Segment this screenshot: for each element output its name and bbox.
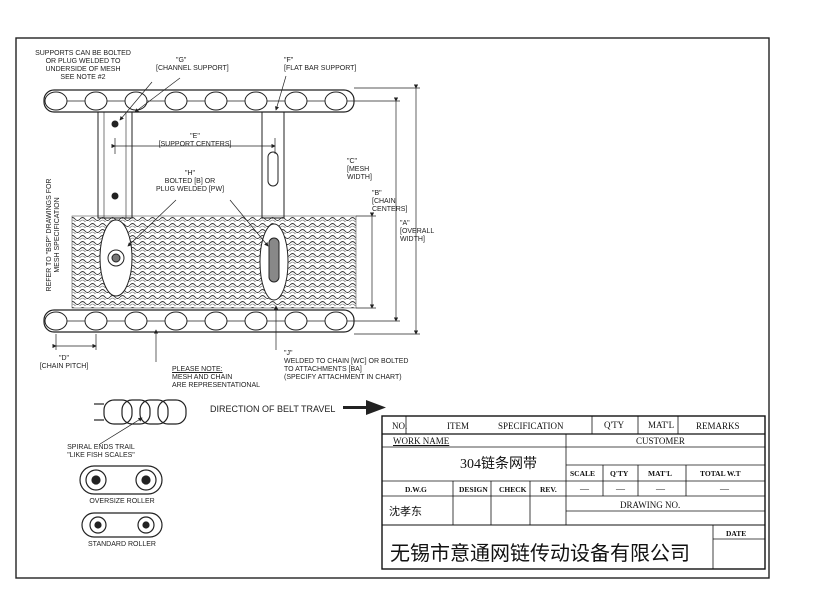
tb-scale-label: SCALE: [570, 469, 596, 478]
label-b-code: "B": [372, 190, 382, 197]
label-e: "E" [SUPPORT CENTERS]: [150, 133, 240, 149]
tb-matl-label: MAT'L: [648, 469, 673, 478]
label-h-text-2: PLUG WELDED [PW]: [155, 186, 225, 193]
supports-note-line-4: SEE NOTE #2: [60, 74, 106, 81]
tb-rev-label: REV.: [540, 485, 557, 494]
label-c-text-1: [MESH: [347, 166, 370, 173]
label-h-text-1: BOLTED [B] OR: [164, 178, 216, 185]
supports-note-line-2: OR PLUG WELDED TO: [45, 58, 121, 65]
tb-scale-value: —: [580, 484, 589, 494]
label-j-code: "J": [284, 350, 293, 357]
tb-work-name-value: 304链条网带: [460, 457, 537, 472]
spiral-note-line-2: "LIKE FISH SCALES": [67, 452, 135, 459]
label-e-text: [SUPPORT CENTERS]: [158, 141, 232, 148]
supports-note-line-3: UNDERSIDE OF MESH: [45, 66, 121, 73]
spiral-note-line-1: SPIRAL ENDS TRAIL: [67, 444, 135, 451]
please-note-line-1: PLEASE NOTE:: [172, 366, 223, 373]
tb-work-name-label: WORK NAME: [393, 436, 450, 446]
supports-note: SUPPORTS CAN BE BOLTED OR PLUG WELDED TO…: [28, 50, 138, 82]
chain-detail: [94, 399, 187, 445]
bsp-note: REFER TO "BSP" DRAWINGS FOR MESH SPECIFI…: [46, 160, 62, 310]
label-d-text: [CHAIN PITCH]: [39, 363, 89, 370]
oversize-roller-label: OVERSIZE ROLLER: [89, 498, 155, 505]
tb-header-specification: SPECIFICATION: [498, 421, 564, 431]
direction-label: DIRECTION OF BELT TRAVEL: [210, 404, 336, 414]
bsp-note-line-1: REFER TO "BSP" DRAWINGS FOR: [46, 178, 53, 292]
label-g: "G" [CHANNEL SUPPORT]: [156, 57, 256, 73]
label-f-text: [FLAT BAR SUPPORT]: [284, 65, 357, 72]
bsp-note-line-2: MESH SPECIFICATION: [54, 197, 61, 273]
bottom-chain: [43, 309, 355, 333]
label-b-text-2: CENTERS]: [372, 206, 408, 213]
tb-check-label: CHECK: [499, 485, 527, 494]
please-note-line-3: ARE REPRESENTATIONAL: [172, 382, 261, 389]
tb-header-item: ITEM: [447, 421, 469, 431]
attachment-h: [99, 219, 133, 297]
tb-header-matl: MAT'L: [648, 420, 675, 430]
label-j: "J" WELDED TO CHAIN [WC] OR BOLTED TO AT…: [284, 350, 424, 382]
tb-design-label: DESIGN: [459, 485, 488, 494]
label-b: "B" [CHAIN CENTERS]: [372, 190, 412, 214]
label-a-text-2: WIDTH]: [400, 236, 425, 243]
title-block: [381, 415, 766, 570]
label-g-code: "G": [176, 57, 187, 64]
flat-bar-support: [261, 111, 285, 219]
label-g-text: [CHANNEL SUPPORT]: [156, 65, 229, 72]
please-note-line-2: MESH AND CHAIN: [172, 374, 233, 381]
label-a-code: "A": [400, 220, 410, 227]
label-j-text-3: (SPECIFY ATTACHMENT IN CHART): [284, 374, 402, 381]
label-j-text-2: TO ATTACHMENTS [BA]: [284, 366, 362, 373]
label-c-text-2: WIDTH]: [347, 174, 372, 181]
label-d-code: "D": [58, 355, 70, 362]
tb-total-wt-label: TOTAL W.T: [700, 469, 741, 478]
attachment-j: [259, 223, 289, 301]
tb-header-remarks: REMARKS: [696, 421, 740, 431]
standard-roller: [81, 512, 163, 538]
please-note: PLEASE NOTE: MESH AND CHAIN ARE REPRESEN…: [172, 366, 282, 390]
tb-total-wt-value: —: [720, 484, 729, 494]
label-c: "C" [MESH WIDTH]: [347, 158, 387, 182]
label-c-code: "C": [347, 158, 358, 165]
tb-header-no: NO.: [392, 421, 408, 431]
channel-support: [97, 111, 133, 219]
label-f-code: "F": [284, 57, 294, 64]
tb-dwg-label: D.W.G: [405, 485, 427, 494]
label-h: "H" BOLTED [B] OR PLUG WELDED [PW]: [150, 170, 230, 194]
spiral-note: SPIRAL ENDS TRAIL "LIKE FISH SCALES": [56, 444, 146, 460]
label-f: "F" [FLAT BAR SUPPORT]: [284, 57, 384, 73]
label-e-code: "E": [190, 133, 200, 140]
direction-arrow: [343, 400, 386, 415]
label-a-text-1: [OVERALL: [400, 228, 435, 235]
tb-drawing-no-label: DRAWING NO.: [620, 500, 681, 510]
tb-drawer-name: 沈孝东: [389, 506, 422, 518]
tb-date-label: DATE: [726, 529, 747, 538]
tb-customer-label: CUSTOMER: [636, 436, 685, 446]
label-j-text-1: WELDED TO CHAIN [WC] OR BOLTED: [284, 358, 409, 365]
tb-qty-value: —: [616, 484, 625, 494]
standard-roller-label: STANDARD ROLLER: [88, 541, 156, 548]
label-h-code: "H": [184, 170, 196, 177]
oversize-roller: [79, 465, 163, 495]
supports-note-line-1: SUPPORTS CAN BE BOLTED: [35, 50, 131, 57]
label-a: "A" [OVERALL WIDTH]: [400, 220, 440, 244]
top-chain: [43, 89, 355, 113]
sheet-border: [15, 37, 770, 579]
label-b-text-1: [CHAIN: [372, 198, 396, 205]
label-d: "D" [CHAIN PITCH]: [34, 355, 94, 371]
tb-company-name: 无锡市意通网链传动设备有限公司: [390, 543, 690, 565]
tb-header-qty: Q'TY: [604, 420, 625, 430]
tb-matl-value: —: [656, 484, 665, 494]
tb-qty-label: Q'TY: [610, 469, 629, 478]
